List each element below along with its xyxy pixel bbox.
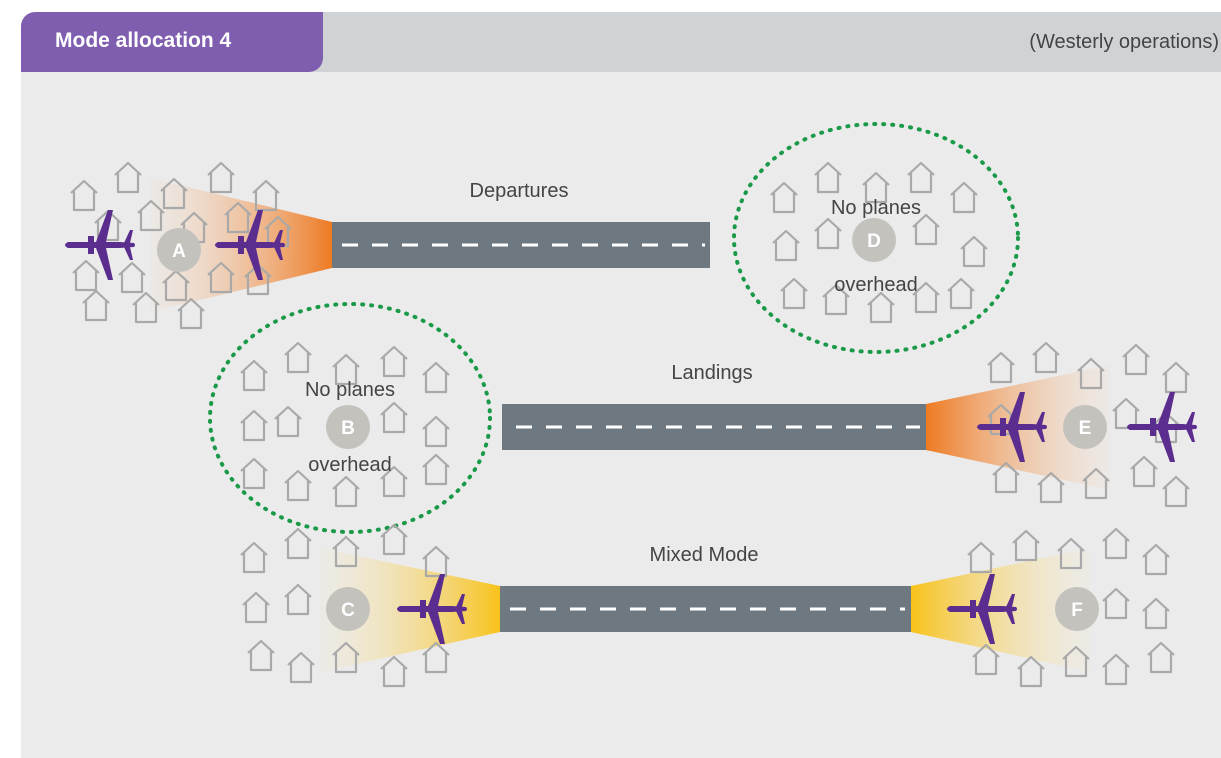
page-subtitle: (Westerly operations) [1029,31,1219,53]
no-planes-label-b-bottom: overhead [308,454,392,476]
house-icon [1101,587,1131,620]
area-marker-d [852,218,896,262]
house-icon [239,457,269,490]
house-icon [379,523,409,556]
house-icon [986,351,1016,384]
house-icon [1146,641,1176,674]
area-marker-b [326,405,370,449]
house-icon [117,261,147,294]
house-icon [1141,597,1171,630]
house-icon [1111,397,1141,430]
house-icon [1129,455,1159,488]
house-icon [949,181,979,214]
area-marker-c [326,587,370,631]
house-icon [331,475,361,508]
no-planes-label-d-bottom: overhead [834,274,918,296]
house-icon [1101,527,1131,560]
house-icon [206,161,236,194]
house-icon [1011,529,1041,562]
runway-label-mixed-mode: Mixed Mode [649,544,759,566]
house-icon [779,277,809,310]
house-icon [1141,543,1171,576]
no-planes-label-d-top: No planes [830,197,922,219]
house-icon [866,291,896,324]
house-icon [239,359,269,392]
house-icon [241,591,271,624]
runway-label-landings: Landings [671,362,753,384]
page-title: Mode allocation 4 [55,29,232,52]
house-icon [286,651,316,684]
diagram-panel: Mode allocation 4 (Westerly operations) … [21,12,1221,758]
house-icon [379,655,409,688]
house-icon [959,235,989,268]
house-icon [946,277,976,310]
house-icon [771,229,801,262]
house-icon [421,361,451,394]
house-icon [769,181,799,214]
house-icon [239,541,269,574]
house-icon [69,179,99,212]
runway-label-departures: Departures [469,180,569,202]
house-icon [251,179,281,212]
area-marker-label-f: F [1071,600,1083,621]
diagram-canvas: A B C D E F [65,122,1197,688]
title-tab: Mode allocation 4 [21,12,323,72]
area-markers: A B C D E F [157,218,1107,631]
house-icon [1016,655,1046,688]
area-marker-label-d: D [867,231,881,252]
house-icon [421,545,451,578]
house-icon [1101,653,1131,686]
area-marker-label-c: C [341,600,355,621]
area-marker-a [157,228,201,272]
house-icon [1161,475,1191,508]
house-icon [113,161,143,194]
house-icon [813,217,843,250]
house-icon [421,415,451,448]
area-marker-label-b: B [341,418,355,439]
area-marker-label-a: A [172,241,186,262]
house-icon [239,409,269,442]
area-marker-f [1055,587,1099,631]
area-marker-label-e: E [1079,418,1092,439]
house-icon [379,401,409,434]
no-planes-ring-d [732,122,1020,354]
house-icon [246,639,276,672]
house-icon [71,259,101,292]
house-icon [81,289,111,322]
house-icon [273,405,303,438]
house-icon [283,583,313,616]
runway-landings [502,404,926,450]
plane-icon [1127,392,1197,462]
house-icon [1161,361,1191,394]
no-planes-label-b-top: No planes [304,379,396,401]
house-icon [906,161,936,194]
house-icon [283,341,313,374]
house-icon [379,345,409,378]
house-icon [283,469,313,502]
house-icon [966,541,996,574]
house-icon [1031,341,1061,374]
no-planes-ring-b [208,302,492,534]
area-marker-e [1063,405,1107,449]
house-icon [283,527,313,560]
house-icon [421,453,451,486]
house-icon [1121,343,1151,376]
house-icon [813,161,843,194]
